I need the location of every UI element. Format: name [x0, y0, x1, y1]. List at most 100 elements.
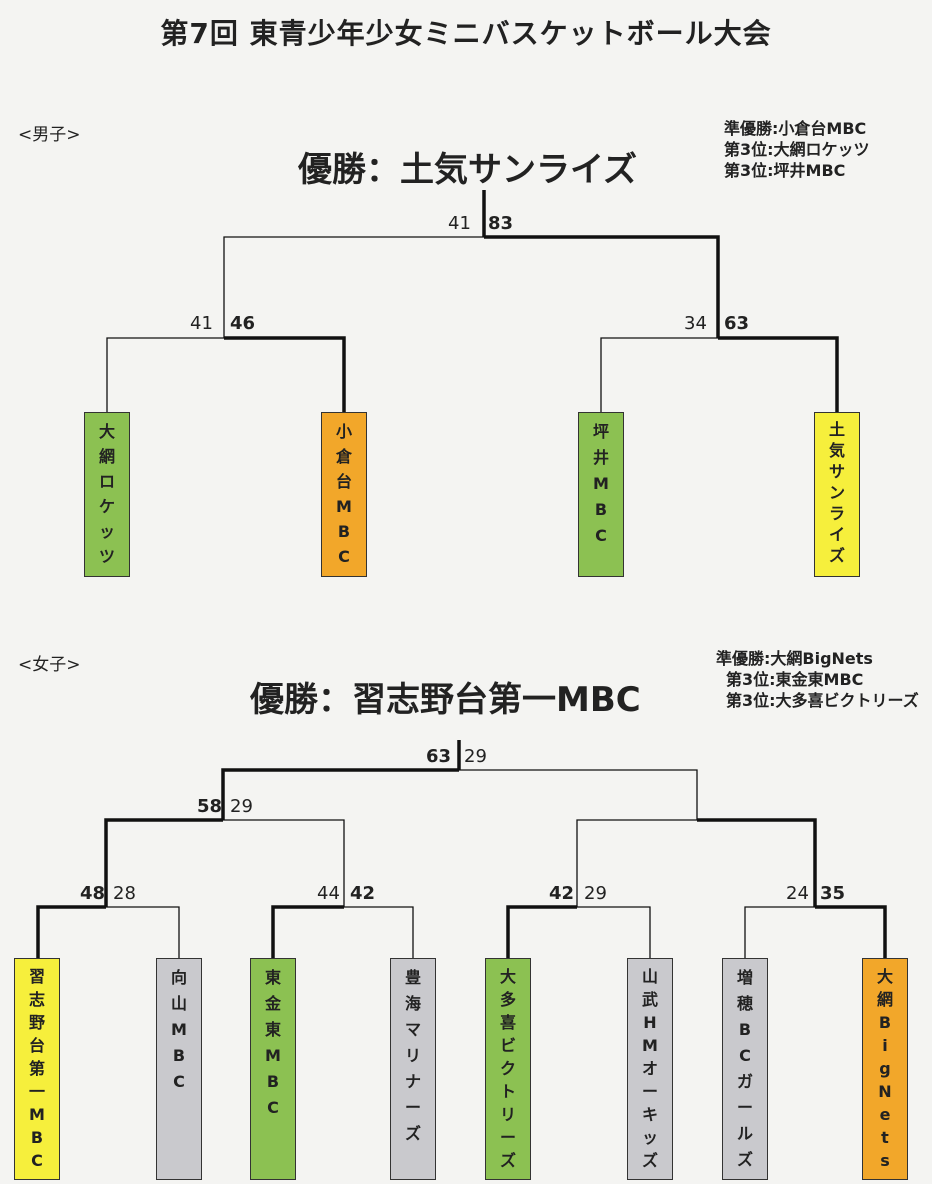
girls-r1m3-score-left: 42 [549, 883, 575, 904]
boys-final-score-left: 41 [448, 213, 471, 234]
girls-r1m1-score-right: 28 [113, 883, 136, 904]
team-name-char: s [880, 1151, 890, 1170]
team-name-char: 台 [28, 1036, 45, 1055]
team-name-char: 海 [404, 994, 421, 1013]
team-name-char: t [881, 1128, 889, 1147]
boys-section-label: <男子> [18, 125, 81, 145]
boys-semi2-score-right: 63 [724, 313, 750, 334]
team-name-char: 向 [170, 968, 187, 987]
team-name-char: オ [641, 1059, 658, 1078]
team-name-char: ケ [98, 497, 115, 516]
team-name-char: M [171, 1020, 187, 1039]
team-name-char: ズ [641, 1151, 658, 1170]
team-name-char: 武 [641, 990, 658, 1009]
boys-semi2-right-line [718, 336, 839, 412]
girls-semi1-score-left: 58 [197, 796, 223, 817]
team-name-char: ル [736, 1124, 753, 1143]
team-name-char: 台 [335, 472, 352, 491]
girls-semi2-left-line [576, 819, 697, 907]
team-name-char: B [594, 500, 608, 519]
team-name-char: B [266, 1072, 280, 1091]
team-name-char: ー [404, 1098, 421, 1117]
girls-r1m1-left-line [36, 905, 106, 958]
girls-r1m4-right-line [815, 905, 887, 958]
team-name-char: ラ [828, 504, 845, 523]
boys-semi1-left-line [106, 337, 224, 412]
boys-final-left-line [223, 236, 484, 338]
team-name-char: ビ [499, 1036, 516, 1055]
team-name-char: 大 [499, 967, 516, 986]
team-name-char: ナ [404, 1072, 421, 1091]
team-name-char: ロ [98, 472, 115, 491]
team-name-char: e [879, 1105, 891, 1124]
team-name-char: ズ [736, 1150, 753, 1169]
team-name-char: 金 [264, 994, 281, 1013]
team-name-char: B [172, 1046, 186, 1065]
team-name-char: 網 [876, 990, 893, 1009]
girls-r1m1-score-left: 48 [80, 883, 106, 904]
girls-third-place-1: 第3位:東金東MBC [726, 670, 864, 689]
boys-final-right-line [484, 235, 720, 338]
team-name-char: M [593, 474, 609, 493]
team-name-char: リ [499, 1105, 516, 1124]
team-name-char: B [30, 1128, 44, 1147]
boys-runner-up: 準優勝:小倉台MBC [724, 119, 867, 138]
team-name-char: C [173, 1072, 185, 1091]
boys-champion: 優勝：土気サンライズ [298, 150, 637, 190]
team-name-char: g [879, 1059, 891, 1078]
girls-final-score-left: 63 [426, 746, 452, 767]
girls-r1m1-right-line [106, 906, 180, 958]
team-name-char: 網 [98, 447, 115, 466]
team-name-char: 豊 [404, 968, 421, 987]
team-name-char: 東 [264, 968, 281, 987]
girls-semi1-left-line [104, 818, 223, 907]
girls-final-right-line [459, 769, 698, 820]
boys-third-place-2: 第3位:坪井MBC [724, 161, 846, 180]
boys-results: 準優勝:小倉台MBC 第3位:大網ロケッツ 第3位:坪井MBC [724, 118, 870, 181]
team-name-char: C [739, 1046, 751, 1065]
team-name-char: 井 [592, 448, 609, 467]
team-name-char: C [338, 547, 350, 566]
team-name-char: M [336, 497, 352, 516]
girls-r1m4-score-left: 24 [786, 883, 809, 904]
team-name-char: 多 [499, 990, 516, 1009]
team-name-char: 一 [28, 1082, 45, 1101]
girls-r1m3-score-right: 29 [584, 883, 607, 904]
girls-r1m4-score-right: 35 [820, 883, 846, 904]
team-name-char: ー [499, 1128, 516, 1147]
girls-r1m2-score-left: 44 [317, 883, 340, 904]
team-name-char: ク [499, 1059, 516, 1078]
team-name-char: 山 [170, 994, 187, 1013]
team-name-char: キ [641, 1105, 658, 1124]
team-name-char: B [738, 1020, 752, 1039]
team-name-char: 習 [28, 967, 45, 986]
boys-semi2-left-line [600, 337, 718, 412]
team-name-char: 喜 [499, 1013, 516, 1032]
girls-champion: 優勝：習志野台第一MBC [250, 680, 641, 720]
girls-r1m2-right-line [344, 906, 414, 958]
girls-semi1-right-line [223, 819, 345, 907]
boys-team-box: 土気サンライズ [814, 412, 860, 577]
team-name-char: 土 [828, 420, 845, 439]
team-name-char: イ [828, 525, 845, 544]
girls-third-place-2: 第3位:大多喜ビクトリーズ [726, 691, 919, 710]
boys-semi1-right-line [224, 336, 346, 412]
team-name-char: 志 [28, 990, 45, 1009]
team-name-char: B [337, 522, 351, 541]
girls-r1m2-score-right: 42 [350, 883, 376, 904]
girls-runner-up: 準優勝:大網BigNets [716, 649, 873, 668]
team-name-char: 大 [98, 422, 115, 441]
team-name-char: B [878, 1013, 892, 1032]
team-name-char: 坪 [592, 422, 609, 441]
boys-team-box: 大網ロケッツ [84, 412, 130, 577]
girls-semi2-right-line [697, 818, 817, 907]
team-name-char: ー [736, 1098, 753, 1117]
